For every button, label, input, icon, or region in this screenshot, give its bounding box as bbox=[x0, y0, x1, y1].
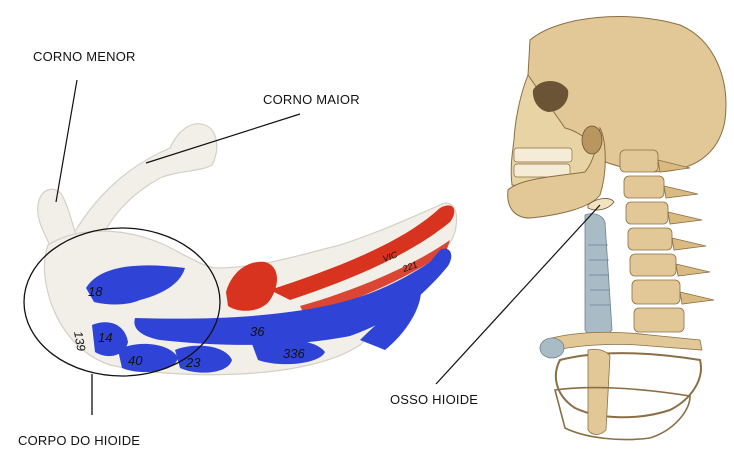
leader-corno-maior bbox=[145, 113, 301, 164]
marking-40: 40 bbox=[128, 353, 143, 368]
body-highlight-ellipse bbox=[23, 227, 221, 377]
clavicle bbox=[544, 331, 703, 353]
hyoid-small bbox=[587, 198, 615, 211]
leader-osso-hioide bbox=[435, 204, 601, 385]
lower-teeth bbox=[513, 163, 571, 178]
ear-canal bbox=[581, 125, 603, 155]
blue-band-center bbox=[134, 248, 452, 345]
marking-36: 36 bbox=[250, 324, 265, 339]
lesser-horn bbox=[37, 188, 79, 251]
blue-band-upper bbox=[86, 265, 185, 305]
red-knob bbox=[226, 261, 277, 311]
spinous-processes bbox=[657, 159, 715, 305]
shoulder-joint bbox=[539, 337, 565, 359]
mandible bbox=[507, 126, 606, 219]
label-corpo-do-hioide: CORPO DO HIOIDE bbox=[18, 433, 141, 448]
blue-band-lower-3 bbox=[252, 339, 325, 365]
blue-band-lower-1 bbox=[118, 343, 178, 373]
blue-band-right bbox=[360, 285, 421, 350]
label-corno-maior: CORNO MAIOR bbox=[263, 92, 360, 107]
marking-vic: VIC bbox=[381, 249, 399, 264]
red-muscle-band-2 bbox=[300, 240, 450, 316]
red-muscle-band bbox=[270, 205, 455, 300]
blue-band-lower-2 bbox=[175, 345, 232, 373]
label-corno-menor: CORNO MENOR bbox=[33, 49, 136, 64]
marking-336: 336 bbox=[283, 346, 305, 361]
upper-teeth bbox=[513, 147, 573, 163]
marking-139: 139 bbox=[71, 330, 88, 352]
marking-14: 14 bbox=[98, 330, 112, 345]
greater-horn bbox=[68, 123, 218, 241]
lower-rib bbox=[553, 386, 691, 441]
blue-band-lower-left bbox=[92, 322, 128, 357]
orbit bbox=[532, 81, 569, 112]
marking-23: 23 bbox=[185, 355, 201, 370]
upper-rib bbox=[554, 352, 702, 419]
leader-corno-menor bbox=[55, 79, 78, 203]
marking-18: 18 bbox=[88, 284, 103, 299]
label-osso-hioide: OSSO HIOIDE bbox=[390, 392, 479, 407]
sternum bbox=[587, 348, 611, 435]
cervical-spine bbox=[619, 149, 685, 333]
